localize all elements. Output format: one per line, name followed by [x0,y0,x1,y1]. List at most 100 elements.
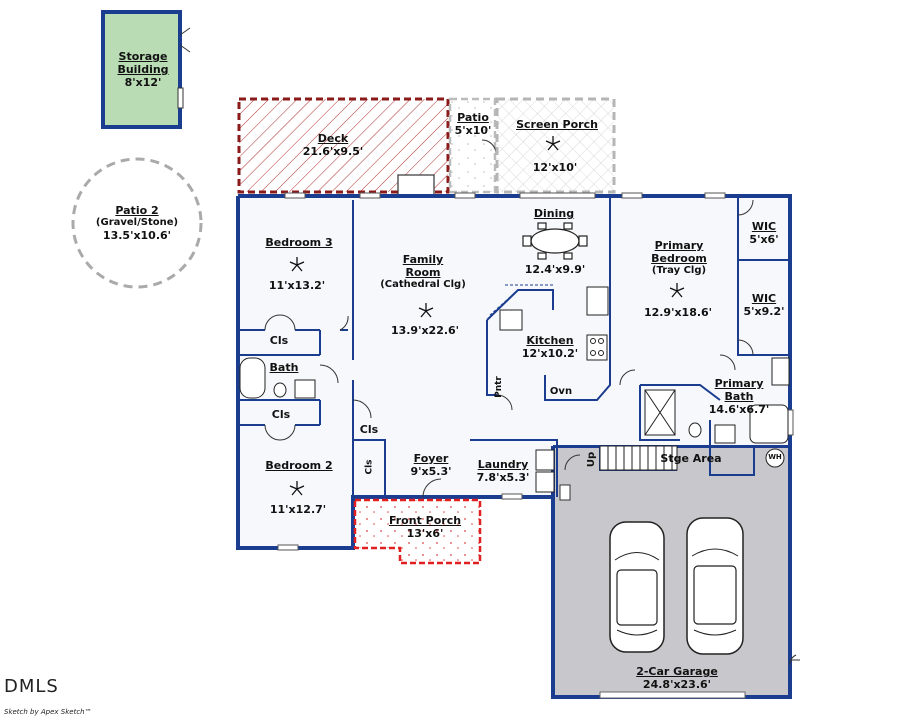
ovn-label: Ovn [550,386,572,398]
front-porch-name: Front Porch [388,514,462,527]
house-floor [238,196,790,548]
bedroom2-dim-label: 11'x12.7' [270,503,326,516]
deck-label: Deck 21.6'x9.5' [303,132,363,158]
primary-bath-label: Primary Bath 14.6'x6.7' [709,377,769,416]
cls1-label: Cls [270,334,288,347]
patio2-sub: (Gravel/Stone) [95,217,179,228]
cls2-name: Cls [271,408,291,421]
deck-name: Deck [317,132,349,145]
deck [237,97,450,196]
bedroom3-dim: 11'x13.2' [268,279,326,292]
up-label: Up [586,452,597,467]
storage-building [101,10,191,129]
foyer-dim: 9'x5.3' [410,465,452,478]
primary-bed-name: Primary [654,239,704,252]
dining-dim-label: 12.4'x9.9' [525,263,585,276]
dining-dim: 12.4'x9.9' [524,263,586,276]
dining-label: Dining [534,207,574,220]
ovn-name: Ovn [549,386,573,397]
bedroom3-dim-label: 11'x13.2' [269,279,325,292]
kitchen-fixtures [489,284,609,493]
door-swings [264,199,754,498]
storage-dim: 8'x12' [124,76,162,89]
wic2-dim: 5'x9.2' [743,305,785,318]
up-name: Up [586,451,598,468]
foyer-label: Foyer 9'x5.3' [411,452,452,478]
stairs [599,445,678,471]
deck-dim: 21.6'x9.5' [302,145,364,158]
storage-name: Storage [118,50,168,63]
storage-label: Storage Building 8'x12' [117,50,168,89]
patio2-label: Patio 2 (Gravel/Stone) 13.5'x10.6' [96,204,178,242]
pntr-name: Pntr [493,376,504,398]
patio-2-outline [71,157,203,289]
cls3-label: Cls [360,423,378,436]
bedroom2-label: Bedroom 2 [265,459,332,472]
primary-bath-dim: 14.6'x6.7' [708,403,770,416]
bath-label: Bath [270,361,299,374]
stge-label: Stge Area [660,452,721,465]
wic2-label: WIC 5'x9.2' [744,292,785,318]
screen-porch [495,97,616,194]
kitchen-name: Kitchen [526,334,574,347]
patio2-name: Patio 2 [115,204,159,217]
family-sub: (Cathedral Clg) [380,279,466,290]
cls4-label: Cls [365,459,375,474]
wic1-dim: 5'x6' [749,233,779,246]
garage [551,444,800,699]
bath-name: Bath [269,361,299,374]
family-dim: 13.9'x22.6' [390,324,460,337]
stge-name-2: Area [692,452,722,465]
windows [277,192,794,551]
family-room-label: Family Room (Cathedral Clg) [380,253,466,291]
primary-bedroom-label: Primary Bedroom (Tray Clg) [651,239,707,277]
kitchen-label: Kitchen 12'x10.2' [522,334,578,360]
garage-dim: 24.8'x23.6' [642,678,712,691]
patio2-dim: 13.5'x10.6' [102,229,172,242]
wic2-name: WIC [751,292,777,305]
wh-label: WH [768,453,782,462]
front-porch-dim: 13'x6' [406,527,444,540]
wh-name: WH [768,453,782,461]
primary-bed-name-2: Bedroom [651,252,707,265]
laundry-dim: 7.8'x5.3' [476,471,530,484]
dining-name: Dining [533,207,575,220]
bedroom3-name: Bedroom 3 [265,236,333,249]
primary-bath-name-2: Bath [724,390,754,403]
patio-label: Patio 5'x10' [455,111,492,137]
foyer-name: Foyer [413,452,449,465]
laundry-name: Laundry [477,458,529,471]
primary-bed-dim: 12.9'x18.6' [643,306,713,319]
primary-bed-sub: (Tray Clg) [651,265,707,276]
patio-name: Patio [457,111,489,124]
garage-label: 2-Car Garage 24.8'x23.6' [636,665,718,691]
family-name-2: Room [405,266,441,279]
screen-porch-dim-label: 12'x10' [533,161,577,174]
car-right [686,517,744,655]
cls1-name: Cls [269,334,289,347]
sketch-credit: Sketch by Apex Sketch™ [4,708,92,716]
patio [448,97,497,194]
screen-porch-name: Screen Porch [516,118,598,131]
pntr-label: Pntr [494,376,504,398]
bedroom3-label: Bedroom 3 [265,236,332,249]
family-dim-label: 13.9'x22.6' [391,324,459,337]
cls2-label: Cls [272,408,290,421]
family-name: Family [402,253,444,266]
kitchen-dim: 12'x10.2' [521,347,579,360]
front-porch-label: Front Porch 13'x6' [389,514,461,540]
garage-name: 2-Car Garage [636,665,718,678]
screen-porch-dim: 12'x10' [532,161,578,174]
wic1-label: WIC 5'x6' [749,220,778,246]
storage-name-2: Building [117,63,169,76]
primary-bath-name: Primary [714,377,764,390]
dining-table [522,222,588,260]
laundry-label: Laundry 7.8'x5.3' [477,458,530,484]
cls3-name: Cls [359,423,379,436]
car-left [609,521,665,653]
primary-bedroom-dim-label: 12.9'x18.6' [644,306,712,319]
cls4-name: Cls [364,459,375,475]
bath-fixtures [239,357,790,468]
stge-name: Stge [660,452,689,465]
